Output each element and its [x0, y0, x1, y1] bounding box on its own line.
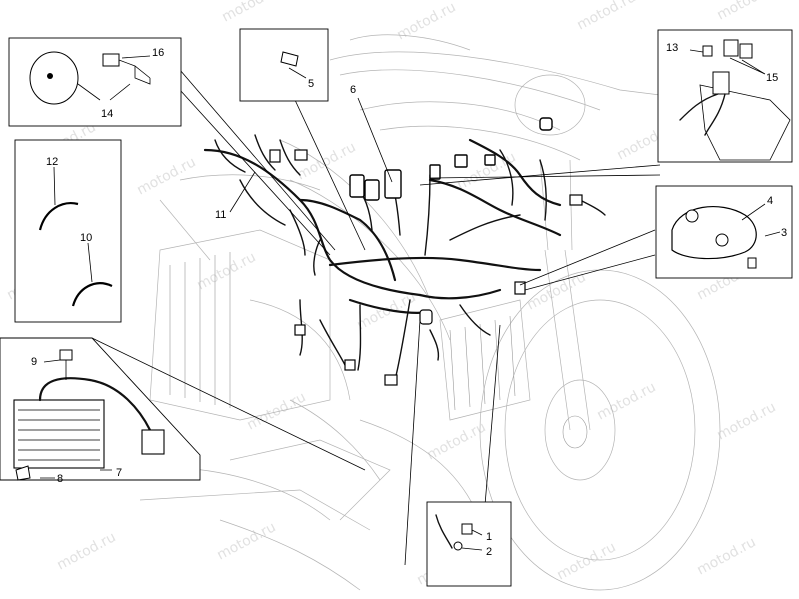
watermark: motod.ru	[219, 0, 283, 26]
callout-6: 6	[350, 84, 356, 96]
callout-3: 3	[781, 227, 787, 239]
callout-12: 12	[46, 156, 58, 168]
watermark: motod.ru	[424, 419, 488, 463]
callout-2: 2	[486, 546, 492, 558]
watermark: motod.ru	[594, 379, 658, 423]
watermark: motod.ru	[214, 519, 278, 563]
callout-11: 11	[215, 209, 226, 221]
callout-9: 9	[31, 356, 37, 368]
callout-15: 15	[766, 72, 778, 84]
detail-box-3-4	[655, 185, 793, 279]
motorcycle-outline	[119, 34, 721, 591]
watermark: motod.ru	[294, 139, 358, 183]
watermark: motod.ru	[714, 399, 778, 443]
watermark: motod.ru	[394, 0, 458, 44]
watermark: motod.ru	[134, 154, 198, 198]
callout-7: 7	[116, 467, 122, 479]
detail-box-1-2	[426, 501, 512, 587]
watermark: motod.ru	[574, 0, 638, 34]
callout-1: 1	[486, 531, 492, 543]
leader-lines	[91, 69, 661, 566]
callout-10: 10	[80, 232, 92, 244]
callout-4: 4	[767, 195, 773, 207]
item-leaders	[229, 97, 393, 213]
watermark: motod.ru	[194, 249, 258, 293]
watermark: motod.ru	[714, 0, 778, 24]
detail-box-10-12	[14, 139, 122, 323]
callout-16: 16	[152, 47, 164, 59]
watermark: motod.ru	[524, 269, 588, 313]
callout-labels: 1 2 3 4 5 6 7 8 9 10 11 12 13 14 15 16	[31, 42, 787, 558]
callout-5: 5	[308, 78, 314, 90]
watermark: motod.ru	[554, 539, 618, 583]
detail-box-14-16	[8, 37, 182, 127]
callout-14: 14	[101, 108, 113, 120]
detail-box-7-8-9	[0, 337, 201, 481]
detail-box-5	[239, 28, 329, 102]
callout-8: 8	[57, 473, 63, 485]
watermark: motod.ru	[54, 529, 118, 573]
watermark: motod.ru	[354, 289, 418, 333]
wiring-harness	[203, 117, 606, 386]
detail-box-13-15	[657, 29, 793, 163]
callout-13: 13	[666, 42, 678, 54]
watermark: motod.ru	[694, 534, 758, 578]
